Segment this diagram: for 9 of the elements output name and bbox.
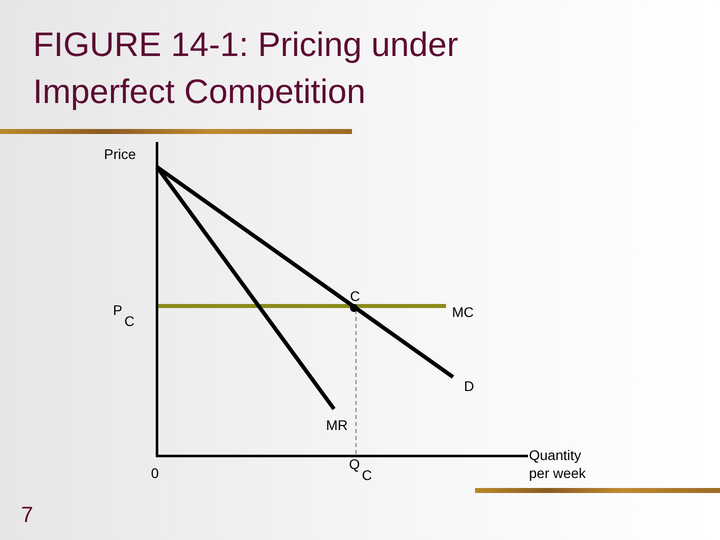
axis-label: Quantity per week: [529, 446, 587, 482]
origin-label: 0: [151, 466, 159, 480]
curve-label: D: [464, 379, 474, 393]
axis-label: Price: [104, 147, 136, 161]
slide-title: FIGURE 14-1: Pricing under Imperfect Competition: [33, 25, 460, 113]
point-label: C: [350, 289, 360, 303]
slide-number: 7: [21, 504, 34, 526]
curve-label: MR: [326, 418, 348, 432]
curve-label: MC: [452, 305, 474, 319]
